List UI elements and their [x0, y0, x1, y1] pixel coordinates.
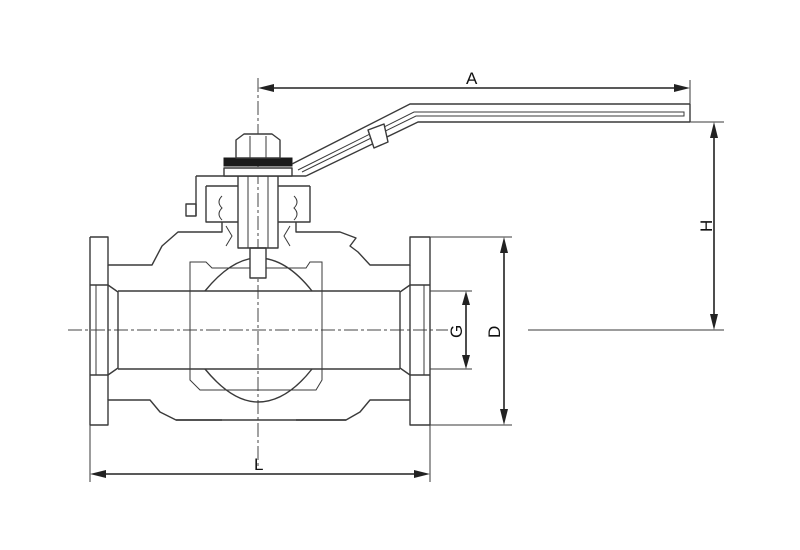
nut	[223, 133, 293, 177]
valve-body	[89, 222, 431, 426]
bore	[118, 290, 400, 370]
dimension-g	[430, 290, 472, 370]
handle-lever	[291, 103, 691, 177]
dimension-d-label: D	[485, 326, 504, 338]
dimension-h-label: H	[697, 220, 716, 232]
seal-ring	[223, 157, 293, 167]
dimension-l	[89, 425, 431, 482]
dimension-a	[258, 80, 691, 104]
dimension-g-label: G	[447, 325, 466, 338]
dimension-l-label: L	[254, 455, 263, 474]
stem-assembly	[185, 175, 311, 279]
dimension-a-label: A	[466, 69, 478, 88]
dimension-h	[528, 121, 724, 331]
dimension-d	[430, 236, 512, 426]
